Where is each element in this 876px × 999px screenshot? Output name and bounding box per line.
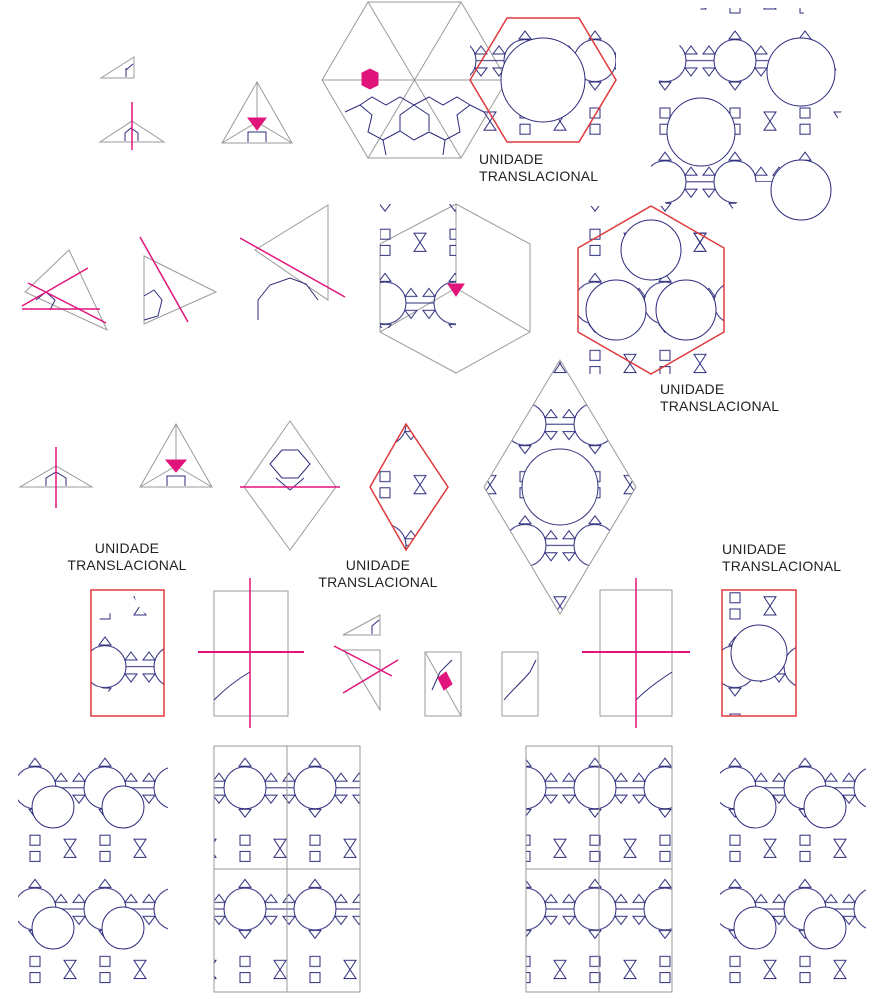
translational-unit-label-5: UNIDADE TRANSLACIONAL xyxy=(722,541,841,575)
translational-unit-rect-2 xyxy=(722,590,796,716)
translational-unit-rhombus xyxy=(370,424,448,550)
threefold-hexagon-2 xyxy=(380,204,530,373)
mirror-triangle-3 xyxy=(20,447,92,508)
label-line-1: UNIDADE xyxy=(479,151,598,168)
translational-unit-label-1: UNIDADE TRANSLACIONAL xyxy=(479,151,598,185)
tiling-1 xyxy=(18,746,168,992)
translational-unit-hexagon-1 xyxy=(470,18,616,142)
label-line-2: TRANSLACIONAL xyxy=(660,398,779,415)
translational-unit-label-3: UNIDADE TRANSLACIONAL xyxy=(62,540,192,574)
rect-with-mirrors-1 xyxy=(198,578,304,728)
triangle-with-mirrors-a xyxy=(22,250,107,330)
threefold-triangle-1 xyxy=(222,82,292,143)
translational-unit-label-4: UNIDADE TRANSLACIONAL xyxy=(306,557,450,591)
tiling-2-with-grid xyxy=(214,746,360,992)
triangle-with-mirror-b xyxy=(140,237,216,324)
tiling-4 xyxy=(720,746,866,992)
rect-with-mirrors-2 xyxy=(582,578,690,728)
triangle-with-mirror-c xyxy=(240,205,345,320)
label-line-1: UNIDADE xyxy=(660,381,779,398)
row-1-construction xyxy=(100,0,870,260)
label-line-2: TRANSLACIONAL xyxy=(722,558,841,575)
label-line-1: UNIDADE xyxy=(722,541,841,558)
translational-unit-label-2: UNIDADE TRANSLACIONAL xyxy=(660,381,779,415)
rect-motif xyxy=(502,652,538,716)
rect-twofold xyxy=(425,652,461,716)
rhombus-with-mirror xyxy=(240,421,340,550)
row-5-tilings xyxy=(18,746,866,992)
translational-unit-rect-1 xyxy=(61,560,194,746)
label-line-1: UNIDADE xyxy=(62,540,192,557)
label-line-2: TRANSLACIONAL xyxy=(306,574,450,591)
translational-unit-hexagon-2 xyxy=(578,206,724,374)
label-line-1: UNIDADE xyxy=(306,557,450,574)
small-triangles-4 xyxy=(334,615,398,710)
tiled-rhombus xyxy=(484,360,636,614)
mirror-triangle-1 xyxy=(100,102,164,150)
tiling-3-with-grid xyxy=(526,746,672,992)
label-line-2: TRANSLACIONAL xyxy=(479,168,598,185)
threefold-triangle-3 xyxy=(140,424,212,487)
label-line-2: TRANSLACIONAL xyxy=(62,557,192,574)
fundamental-triangle-1 xyxy=(101,57,134,78)
row-2-construction xyxy=(22,204,724,374)
